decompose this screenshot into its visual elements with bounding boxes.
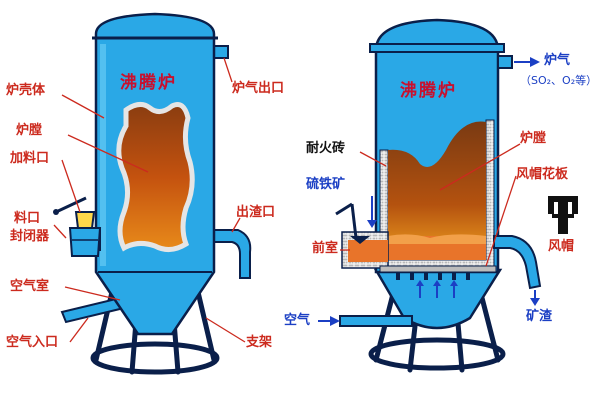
right-air-inlet-pipe (339, 315, 413, 327)
nozzle-cap-icon (548, 196, 578, 234)
right-label-nozzle-plate: 风帽花板 (516, 167, 569, 182)
left-slag-outlet-pipe (205, 229, 252, 279)
left-label-slag-outlet: 出渣口 (236, 205, 276, 220)
right-pyrite-feeder (335, 196, 377, 244)
right-furnace (335, 18, 578, 373)
slag-out-arrow-icon (530, 298, 540, 306)
gas-out-arrow-icon (530, 57, 540, 67)
left-label-feed-port: 加料口 (10, 151, 50, 166)
left-feed-port-assembly (53, 196, 102, 257)
right-nozzle-plate (379, 265, 497, 298)
right-label-chamber: 炉膛 (520, 131, 547, 146)
left-label-air-inlet: 空气入口 (6, 335, 59, 350)
left-furnace-title: 沸腾炉 (120, 73, 177, 93)
left-label-port-closer-2: 封闭器 (10, 229, 50, 244)
left-label-gas-outlet: 炉气出口 (232, 81, 285, 96)
left-label-air-chamber: 空气室 (10, 279, 50, 294)
left-label-port-closer-1: 料口 (14, 211, 41, 226)
left-label-chamber: 炉膛 (16, 123, 43, 138)
right-label-gas-composition: （SO₂、O₂等） (520, 74, 598, 87)
air-in-arrow-icon (330, 316, 340, 326)
right-chamber-fire (388, 121, 486, 260)
right-label-nozzle: 风帽 (548, 239, 575, 254)
right-label-front-room: 前室 (312, 241, 339, 256)
right-label-furnace-gas: 炉气 (544, 53, 571, 68)
left-chamber-window (116, 102, 195, 252)
right-slag-outlet-pipe (493, 235, 542, 290)
right-flow-arrows (318, 57, 540, 326)
right-leader-lines (340, 143, 521, 267)
left-leader-lines (53, 57, 246, 343)
right-label-slag: 矿渣 (526, 309, 553, 324)
right-label-pyrite: 硫铁矿 (306, 177, 346, 192)
right-gas-outlet-pipe (497, 55, 513, 69)
left-label-support: 支架 (246, 335, 273, 350)
right-label-air: 空气 (284, 313, 311, 328)
right-furnace-title: 沸腾炉 (400, 81, 457, 101)
left-label-shell: 炉壳体 (6, 83, 46, 98)
left-furnace (53, 12, 252, 375)
right-label-refractory-brick: 耐火砖 (306, 141, 346, 156)
